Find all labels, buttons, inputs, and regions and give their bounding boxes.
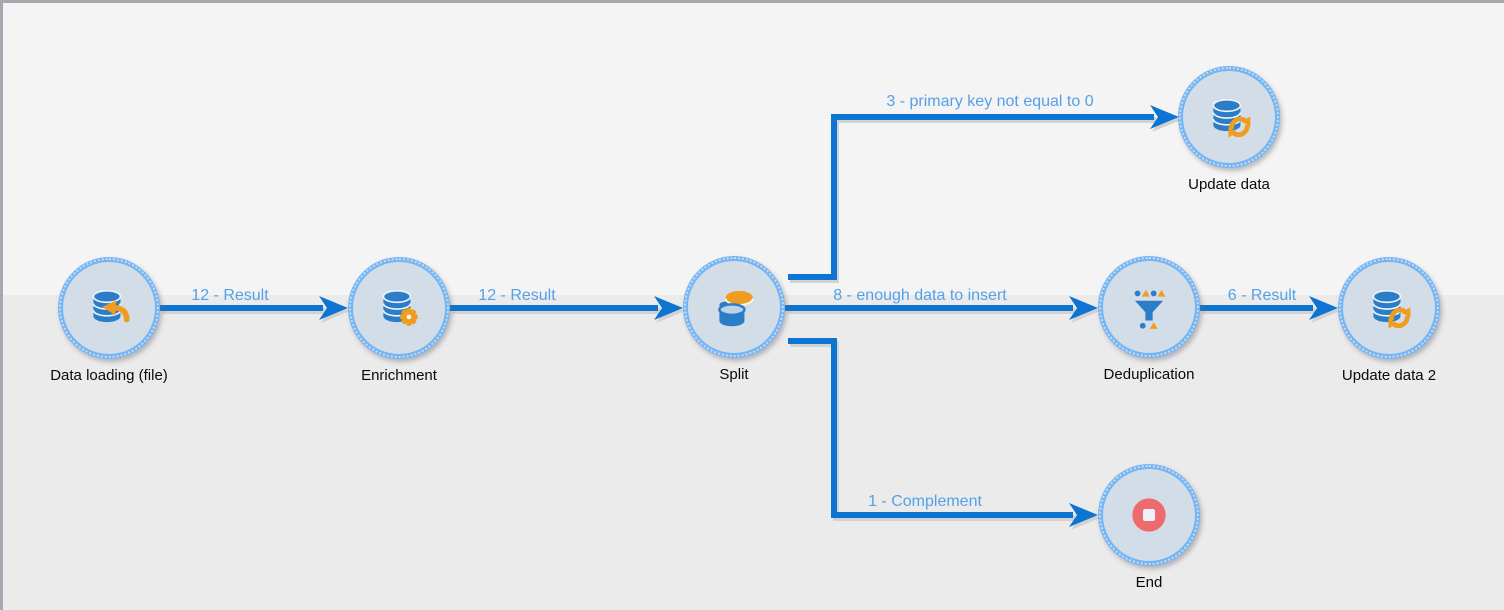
edge-label-primary-key[interactable]: 3 - primary key not equal to 0 xyxy=(886,93,1094,110)
edge-label-complement[interactable]: 1 - Complement xyxy=(868,493,982,510)
node-update-data-label: Update data xyxy=(1188,176,1270,193)
stop-icon xyxy=(1132,498,1166,532)
node-split-circle[interactable] xyxy=(683,256,785,358)
edge-label-result-3[interactable]: 6 - Result xyxy=(1227,287,1297,304)
node-split[interactable]: Split xyxy=(683,256,785,383)
node-end-circle[interactable] xyxy=(1098,464,1200,566)
edge-label-result-1[interactable]: 12 - Result xyxy=(191,287,269,304)
node-end-label: End xyxy=(1135,574,1163,591)
database-refresh-icon xyxy=(1372,289,1411,329)
node-update-data-circle[interactable] xyxy=(1178,66,1280,168)
node-end[interactable]: End xyxy=(1098,464,1200,591)
node-enrichment[interactable]: Enrichment xyxy=(348,257,450,384)
node-update-data-2[interactable]: Update data 2 xyxy=(1338,257,1440,384)
database-gear-icon xyxy=(382,289,418,326)
node-data-loading[interactable]: Data loading (file) xyxy=(50,257,168,384)
node-deduplication-circle[interactable] xyxy=(1098,256,1200,358)
edge-split-to-update-data[interactable] xyxy=(788,105,1179,280)
node-split-label: Split xyxy=(719,366,749,383)
edge-label-enough-data[interactable]: 8 - enough data to insert xyxy=(833,287,1007,304)
node-deduplication[interactable]: Deduplication xyxy=(1098,256,1200,383)
node-deduplication-label: Deduplication xyxy=(1103,366,1195,383)
database-refresh-icon xyxy=(1212,98,1251,138)
edge-label-result-2[interactable]: 12 - Result xyxy=(478,287,556,304)
node-update-data[interactable]: Update data xyxy=(1178,66,1280,193)
funnel-icon xyxy=(1134,289,1166,329)
database-import-icon xyxy=(92,289,130,323)
split-icon xyxy=(718,290,754,327)
node-data-loading-circle[interactable] xyxy=(58,257,160,359)
node-enrichment-label: Enrichment xyxy=(361,367,437,384)
node-update-data-2-circle[interactable] xyxy=(1338,257,1440,359)
node-update-data-2-label: Update data 2 xyxy=(1341,367,1437,384)
node-enrichment-circle[interactable] xyxy=(348,257,450,359)
node-data-loading-label: Data loading (file) xyxy=(50,367,168,384)
